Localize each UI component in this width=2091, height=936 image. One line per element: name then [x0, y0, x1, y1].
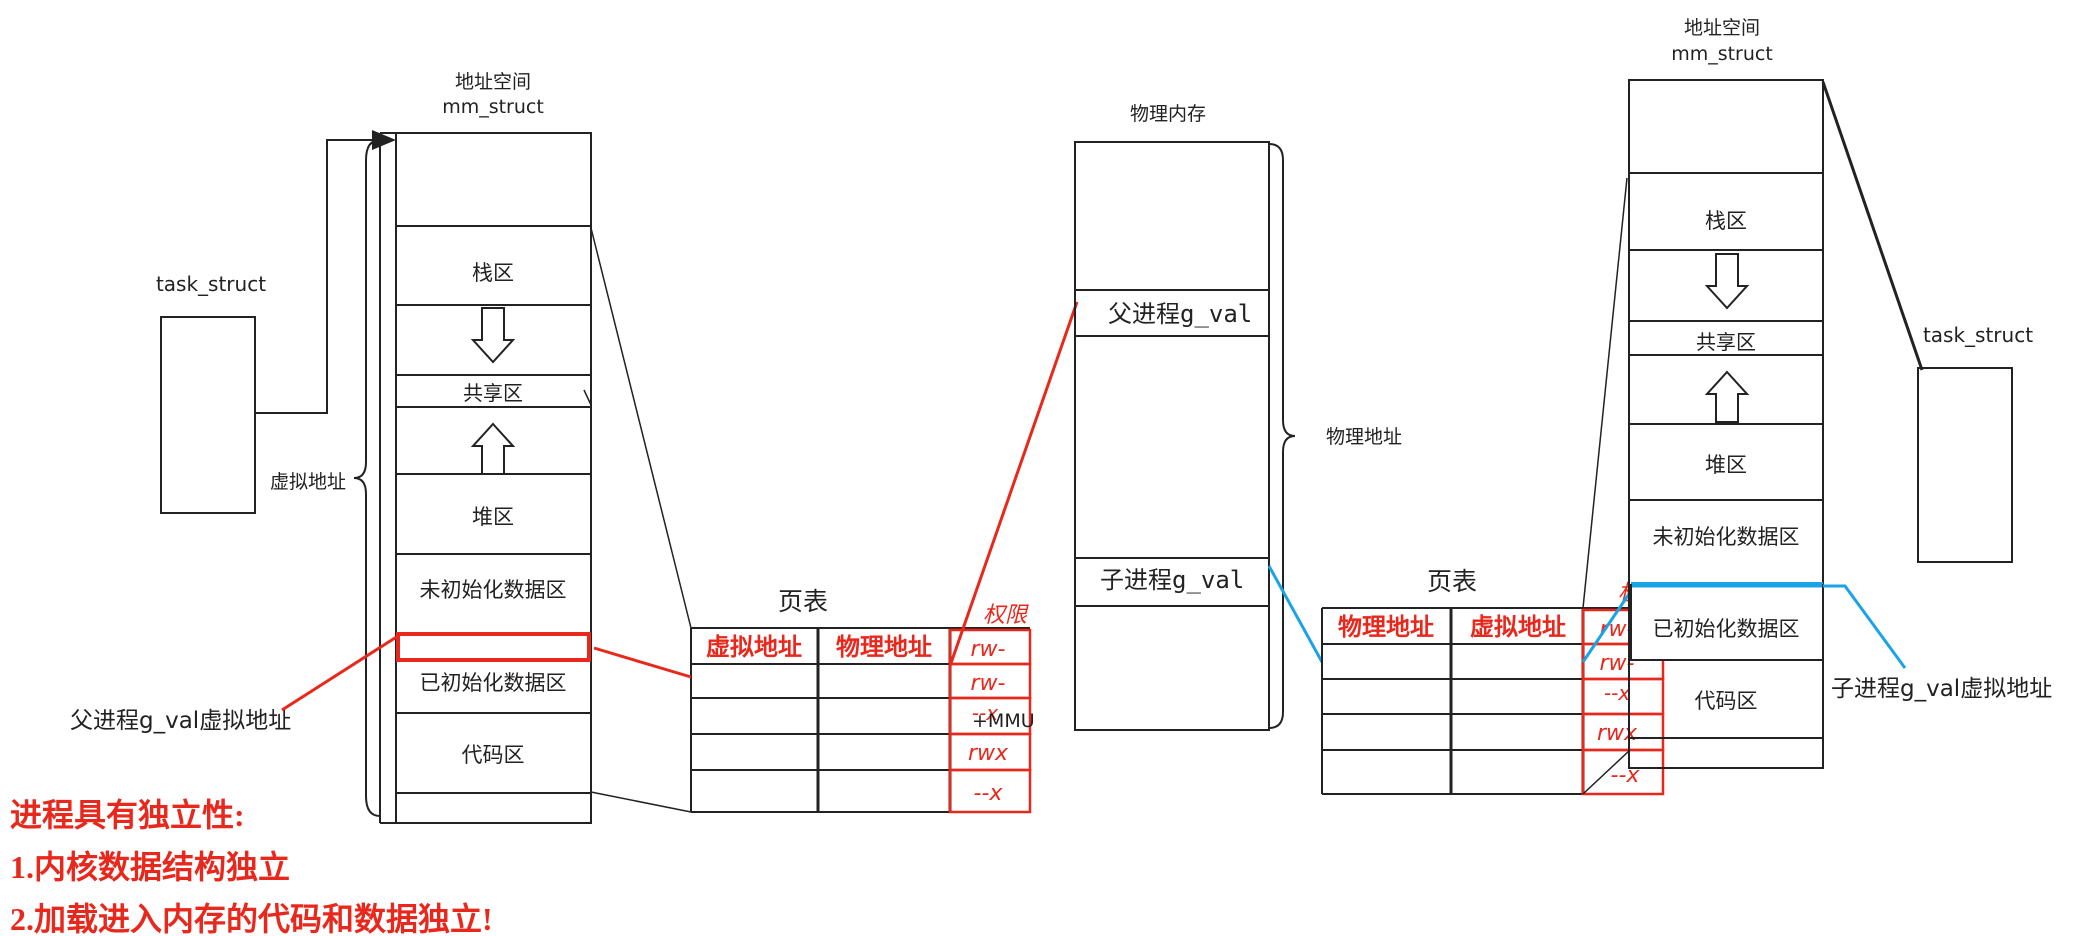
right-address-space: 地址空间 mm_struct 栈区 共享区 堆区 未初始化数据区 已初始化数据区… [1628, 17, 1824, 769]
left-code-label: 代码区 [462, 743, 525, 767]
right-pt-col-physical: 物理地址 [1338, 614, 1434, 641]
right-data-label: 已初始化数据区 [1653, 617, 1800, 641]
pt-to-left-gval-line [593, 646, 692, 679]
left-mm-struct-label: mm_struct [442, 96, 544, 118]
left-gval-vaddr-label: 父进程g_val虚拟地址 [70, 708, 291, 734]
right-page-table: 页表 物理地址 虚拟地址 权限 rw- rw- --x rwx --x [1321, 567, 1665, 796]
left-task-struct-box [160, 316, 256, 514]
left-down-arrow-icon [470, 307, 516, 364]
physical-memory-title: 物理内存 [1130, 103, 1206, 125]
left-perm-3: rwx [968, 741, 1009, 766]
parent-gval-cell: 父进程g_val [1108, 300, 1252, 328]
left-mm-struct-box [395, 132, 592, 824]
right-address-space-title: 地址空间 [1684, 17, 1760, 39]
left-gval-highlight [396, 632, 591, 662]
right-down-arrow-icon [1704, 253, 1750, 310]
left-virtual-brace [353, 139, 381, 817]
right-heap-label: 堆区 [1705, 453, 1747, 477]
notes: 进程具有独立性: 1.内核数据结构独立 2.加载进入内存的代码和数据独立! [10, 797, 493, 936]
left-task-struct-label: task_struct [156, 272, 266, 296]
left-pt-col-physical: 物理地址 [836, 634, 932, 661]
left-data-label: 已初始化数据区 [420, 671, 567, 695]
left-stack-label: 栈区 [472, 261, 514, 285]
right-task-struct-box [1917, 367, 2013, 563]
right-gval-vaddr-label: 子进程g_val虚拟地址 [1831, 676, 2052, 702]
physical-memory-box [1074, 141, 1270, 731]
left-up-arrow-icon [470, 422, 516, 475]
right-page-table-title: 页表 [1427, 567, 1477, 596]
right-gval-pointer [1823, 584, 1907, 669]
left-perm-4: --x [974, 781, 1004, 806]
child-gval-cell: 子进程g_val [1100, 566, 1244, 594]
left-heap-label: 堆区 [472, 505, 514, 529]
left-address-space-title: 地址空间 [455, 71, 531, 93]
left-bss-label: 未初始化数据区 [420, 578, 567, 602]
left-virtual-address-label: 虚拟地址 [270, 471, 346, 493]
right-pt-col-virtual: 虚拟地址 [1470, 614, 1566, 641]
mmu-label: +MMU [972, 710, 1035, 732]
left-perm-2: --x [972, 701, 998, 725]
right-shared-label: 共享区 [1696, 330, 1756, 354]
left-shared-label: 共享区 [463, 381, 523, 405]
left-pt-perm-title: 权限 [983, 603, 1029, 628]
right-task-struct: task_struct [1821, 81, 2033, 563]
right-task-struct-label: task_struct [1923, 323, 2033, 347]
child-gval-to-pt-line [1267, 565, 1324, 663]
left-gval-pointer [281, 634, 399, 712]
left-perm-1: rw- [971, 671, 1006, 696]
left-task-struct: task_struct [156, 130, 396, 514]
left-pt-col-virtual: 虚拟地址 [706, 634, 802, 661]
right-code-label: 代码区 [1695, 689, 1758, 713]
physical-address-label: 物理地址 [1326, 426, 1402, 448]
note-line-2: 1.内核数据结构独立 [10, 849, 290, 885]
right-perm-3: rwx [1597, 721, 1638, 746]
pt-to-parent-gval-line [948, 301, 1079, 667]
physical-brace [1268, 143, 1296, 729]
task-to-mm-arrow [255, 130, 396, 414]
right-stack-label: 栈区 [1705, 209, 1747, 233]
left-perm-0: rw- [971, 637, 1006, 662]
right-bss-label: 未初始化数据区 [1653, 525, 1800, 549]
note-line-1: 进程具有独立性: [10, 797, 245, 833]
right-mm-struct-label: mm_struct [1671, 43, 1773, 65]
physical-memory: 物理内存 父进程g_val 子进程g_val 物理地址 [1074, 103, 1402, 731]
task-to-mm-line-right [1821, 81, 1924, 371]
left-page-table: 页表 虚拟地址 物理地址 权限 rw- rw- --x rwx --x +MMU [690, 587, 1035, 814]
left-page-table-title: 页表 [778, 587, 828, 616]
right-up-arrow-icon [1704, 370, 1750, 423]
right-perm-4: --x [1611, 763, 1641, 788]
right-perm-2: --x [1604, 681, 1630, 705]
note-line-3: 2.加载进入内存的代码和数据独立! [10, 901, 493, 936]
left-address-space: 地址空间 mm_struct 栈区 共享区 堆区 未初始化数据区 已初始化数据区… [270, 71, 592, 824]
pt-to-right-gval-line [1581, 587, 1635, 663]
